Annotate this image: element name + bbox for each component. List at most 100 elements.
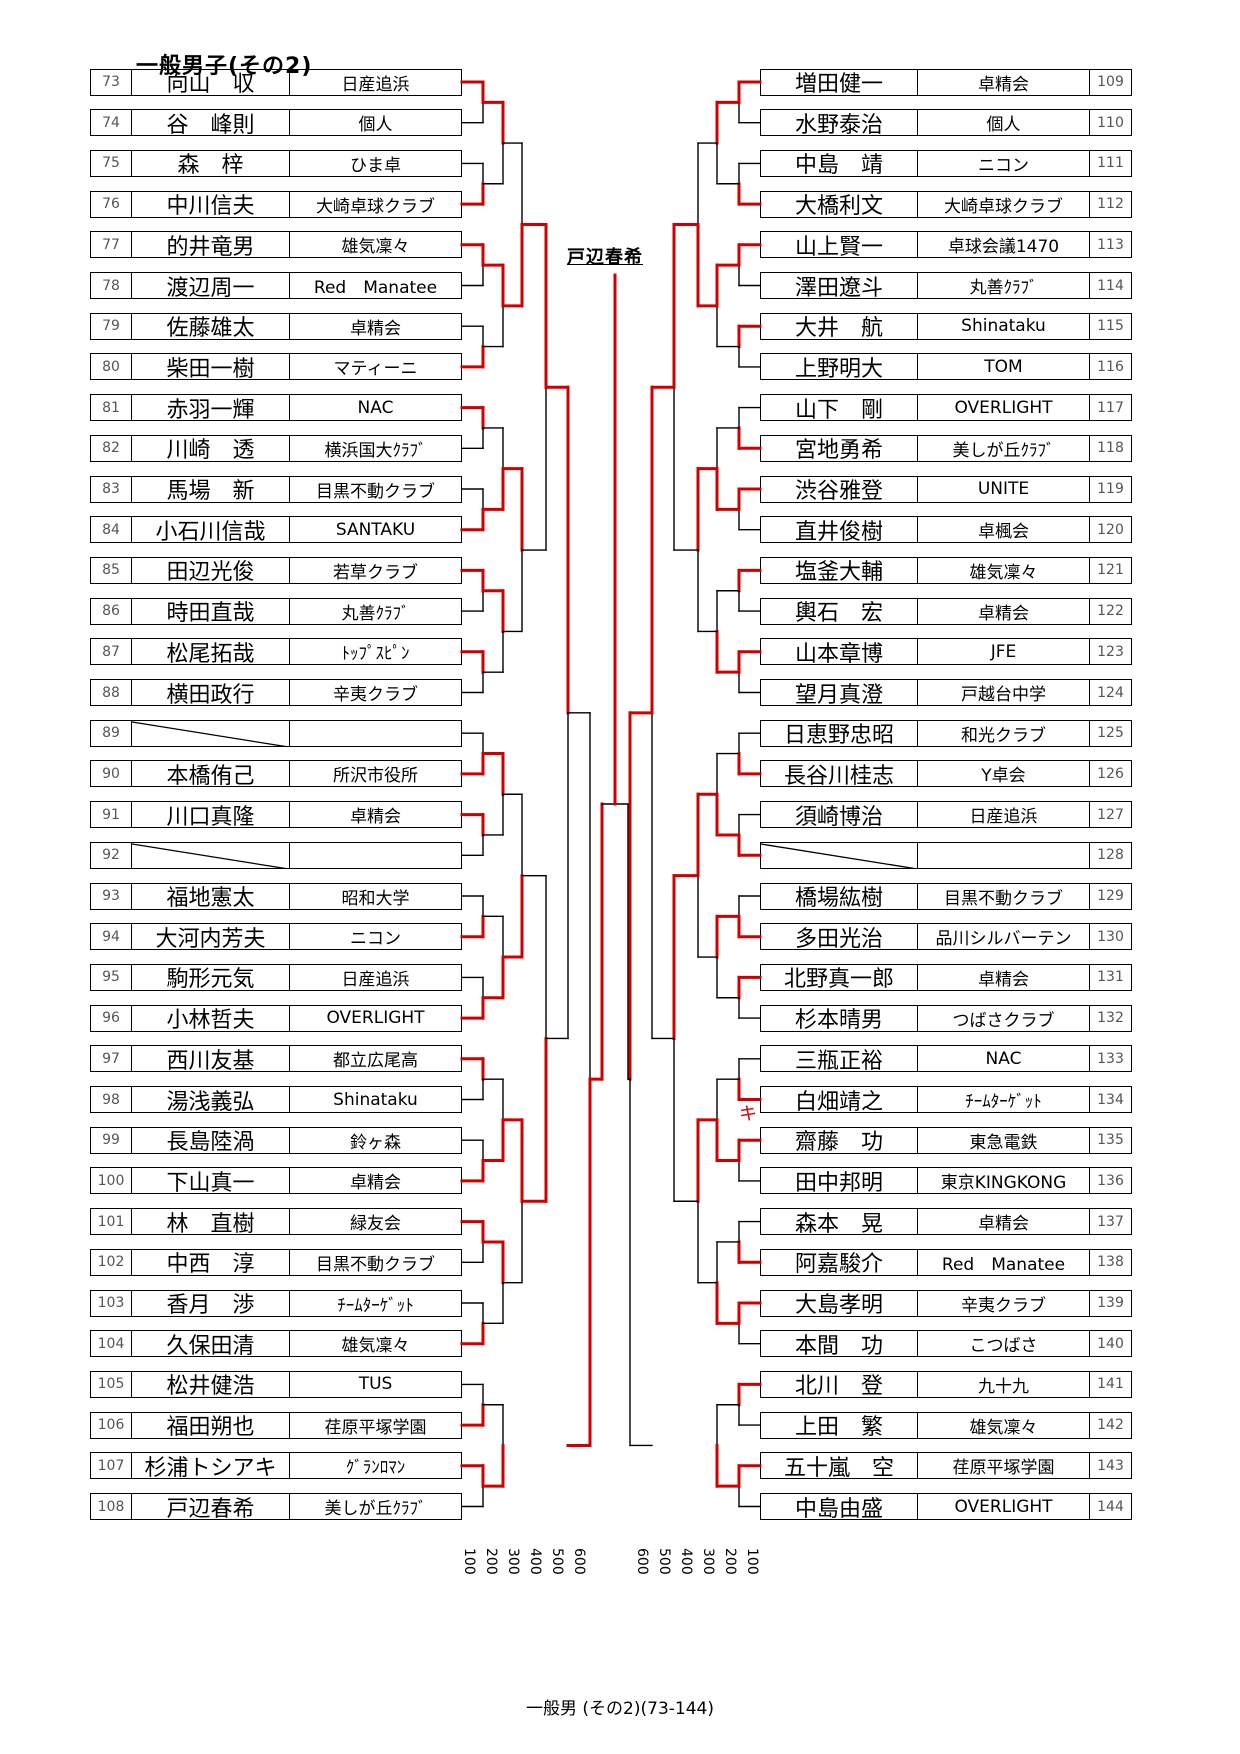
club-name: こつばさ: [918, 1330, 1090, 1358]
player-name: 本橋侑己: [132, 760, 290, 788]
page-footer: 一般男 (その2)(73-144): [526, 1699, 714, 1719]
club-name: 荏原平塚学園: [918, 1452, 1090, 1480]
entry-number: 93: [90, 882, 132, 910]
player-name: 中西 淳: [132, 1248, 290, 1276]
club-name: 東急電鉄: [918, 1126, 1090, 1154]
entry-number: 109: [1090, 68, 1132, 96]
entry-number: 110: [1090, 109, 1132, 137]
entry-number: 121: [1090, 556, 1132, 584]
entry-number: 102: [90, 1248, 132, 1276]
club-name: 美しが丘ｸﾗﾌﾞ: [918, 434, 1090, 462]
scale-tick-right: 100: [744, 1548, 760, 1575]
entry-number: 98: [90, 1086, 132, 1113]
entry-row-right: 128: [760, 841, 1132, 869]
entry-number: 122: [1090, 597, 1132, 625]
entry-number: 142: [1090, 1411, 1132, 1439]
player-name: 長島陸渦: [132, 1126, 290, 1154]
entry-row-left: 92: [90, 841, 462, 869]
player-name: 谷 峰則: [132, 109, 290, 137]
player-name: 川崎 透: [132, 434, 290, 462]
entry-number: 80: [90, 353, 132, 381]
entry-number: 125: [1090, 719, 1132, 747]
entry-number: 143: [1090, 1452, 1132, 1480]
entry-number: 94: [90, 923, 132, 951]
club-name: Shinataku: [918, 312, 1090, 340]
entry-number: 81: [90, 394, 132, 422]
scale-tick-right: 300: [700, 1548, 716, 1575]
player-name: 的井竜男: [132, 231, 290, 259]
entry-number: 106: [90, 1411, 132, 1439]
scale-tick-left: 200: [483, 1548, 499, 1575]
player-name: 川口真隆: [132, 801, 290, 829]
club-name: 東京KINGKONG: [918, 1167, 1090, 1195]
entry-number: 128: [1090, 841, 1132, 869]
player-name: 大河内芳夫: [132, 923, 290, 951]
player-name: 戸辺春希: [132, 1493, 290, 1520]
club-name: 目黒不動クラブ: [918, 882, 1090, 910]
entry-number: 138: [1090, 1248, 1132, 1276]
club-name: つばさクラブ: [918, 1004, 1090, 1032]
entry-number: 120: [1090, 516, 1132, 544]
entry-number: 118: [1090, 434, 1132, 462]
entry-number: 97: [90, 1045, 132, 1073]
entry-number: 86: [90, 597, 132, 625]
entry-number: 144: [1090, 1493, 1132, 1520]
entry-number: 116: [1090, 353, 1132, 381]
entry-number: 114: [1090, 272, 1132, 299]
entry-number: 105: [90, 1370, 132, 1398]
player-name: 久保田清: [132, 1330, 290, 1358]
entry-number: 115: [1090, 312, 1132, 340]
entry-number: 108: [90, 1493, 132, 1520]
club-name: OVERLIGHT: [918, 394, 1090, 422]
player-name: 小林哲夫: [132, 1004, 290, 1032]
scale-tick-left: 300: [505, 1548, 521, 1575]
entry-number: 112: [1090, 190, 1132, 218]
player-name: 柴田一樹: [132, 353, 290, 381]
annotation-mark: キ: [739, 1104, 757, 1125]
club-name: 卓精会: [918, 1208, 1090, 1236]
entry-number: 135: [1090, 1126, 1132, 1154]
player-name: 向山 収: [132, 68, 290, 96]
player-name: 湯浅義弘: [132, 1086, 290, 1113]
player-name: [132, 719, 290, 747]
entry-number: 79: [90, 312, 132, 340]
club-name: OVERLIGHT: [918, 1493, 1090, 1520]
player-name: 林 直樹: [132, 1208, 290, 1236]
club-name: 卓精会: [918, 597, 1090, 625]
entry-number: 107: [90, 1452, 132, 1480]
